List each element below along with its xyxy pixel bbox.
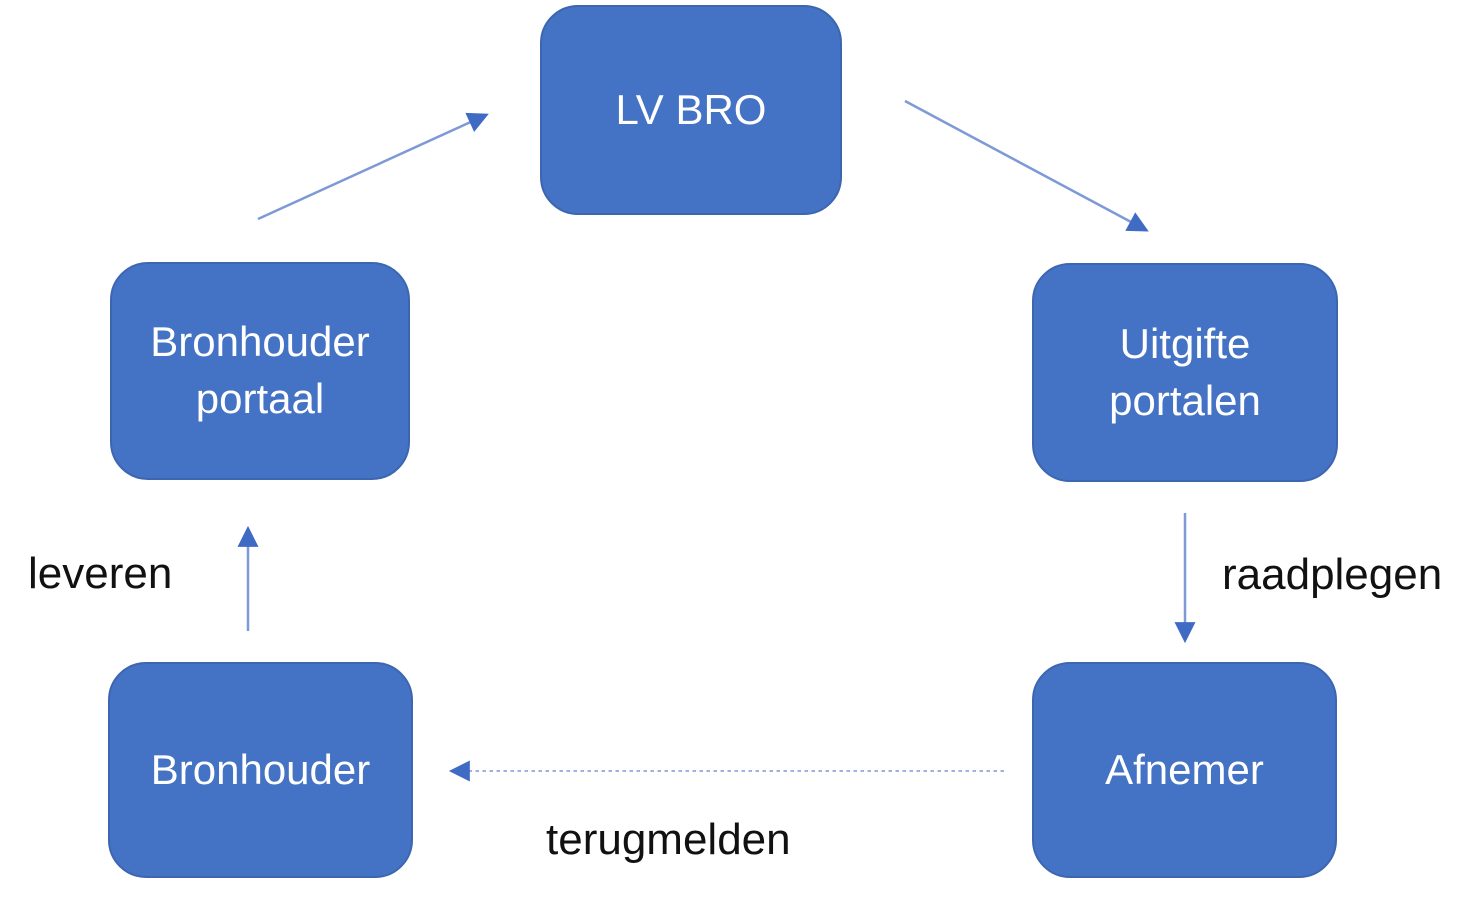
node-bronhouder: Bronhouder [108,662,413,878]
node-afnemer-label: Afnemer [1105,745,1264,793]
edge-label-leveren: leveren [28,549,173,598]
arrow-lvbro-to-uitgifteportalen [904,99,1149,232]
edge-label-raadplegen: raadplegen [1222,550,1443,599]
node-uitgifte-portalen-label: Uitgifte portalen [1109,319,1261,424]
node-uitgifte-portalen: Uitgifte portalen [1032,263,1338,482]
node-bronhouder-portaal: Bronhouder portaal [110,262,410,480]
node-bronhouder-label: Bronhouder [150,745,371,793]
node-afnemer: Afnemer [1032,662,1337,878]
edge-label-terugmelden: terugmelden [546,815,791,864]
node-lv-bro: LV BRO [540,5,842,215]
node-bronhouder-portaal-label: Bronhouder portaal [150,318,370,422]
node-lv-bro-label: LV BRO [615,85,767,133]
arrow-bronhouderportaal-to-lvbro [257,112,489,221]
